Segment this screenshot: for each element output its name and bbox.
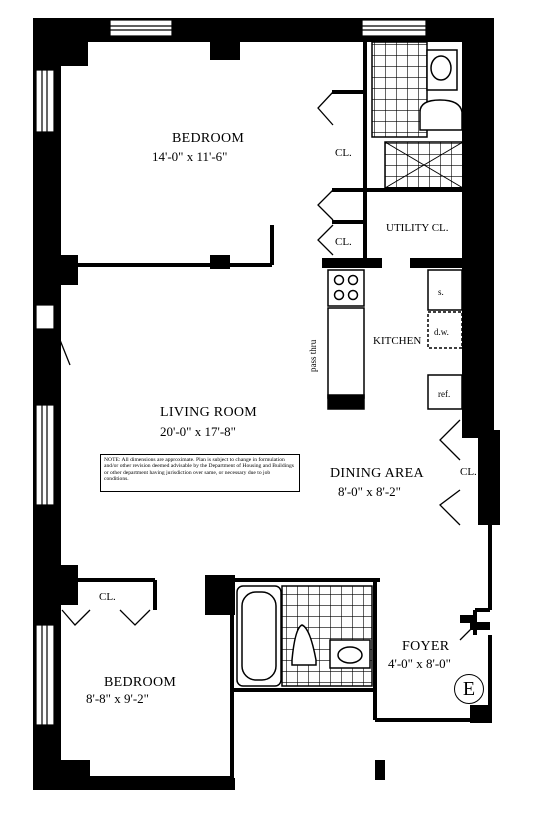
closet-label-small: CL.: [335, 236, 352, 248]
dining-area-name: DINING AREA: [330, 466, 424, 481]
refrigerator-label: ref.: [438, 389, 451, 399]
interior-walls: [60, 42, 492, 780]
bedroom1-dims: 14'-0" x 11'-6": [152, 149, 228, 164]
utility-closet-label: UTILITY CL.: [386, 222, 449, 234]
closet-label-dining: CL.: [460, 466, 477, 478]
foyer-dims: 4'-0" x 8'-0": [388, 656, 451, 671]
sink-label: s.: [438, 287, 444, 297]
foyer-name: FOYER: [402, 639, 450, 654]
kitchen-fixtures: [327, 269, 463, 410]
bedroom2-name: BEDROOM: [104, 675, 177, 690]
pass-thru-label: pass thru: [308, 339, 318, 372]
unit-badge: E: [454, 674, 484, 704]
bedroom2-dims: 8'-8" x 9'-2": [86, 691, 149, 706]
dishwasher-label: d.w.: [434, 327, 449, 337]
bathroom-1: [371, 41, 464, 189]
living-room-name: LIVING ROOM: [160, 405, 258, 420]
disclaimer-note: NOTE: All dimensions are approximate. Pl…: [100, 454, 300, 492]
dining-area-dims: 8'-0" x 8'-2": [338, 484, 401, 499]
kitchen-label: KITCHEN: [373, 335, 422, 347]
living-room-dims: 20'-0" x 17'-8": [160, 424, 236, 439]
bathroom-2: [236, 585, 373, 687]
closet-label-bedroom1: CL.: [335, 147, 352, 159]
bedroom1-name: BEDROOM: [172, 131, 245, 146]
exterior-walls: [33, 18, 500, 790]
doors: [59, 91, 476, 641]
foyer-steps: [460, 615, 490, 630]
closet-label-bedroom2: CL.: [99, 591, 116, 603]
windows: [35, 19, 427, 726]
wall-stubs: [205, 255, 492, 780]
